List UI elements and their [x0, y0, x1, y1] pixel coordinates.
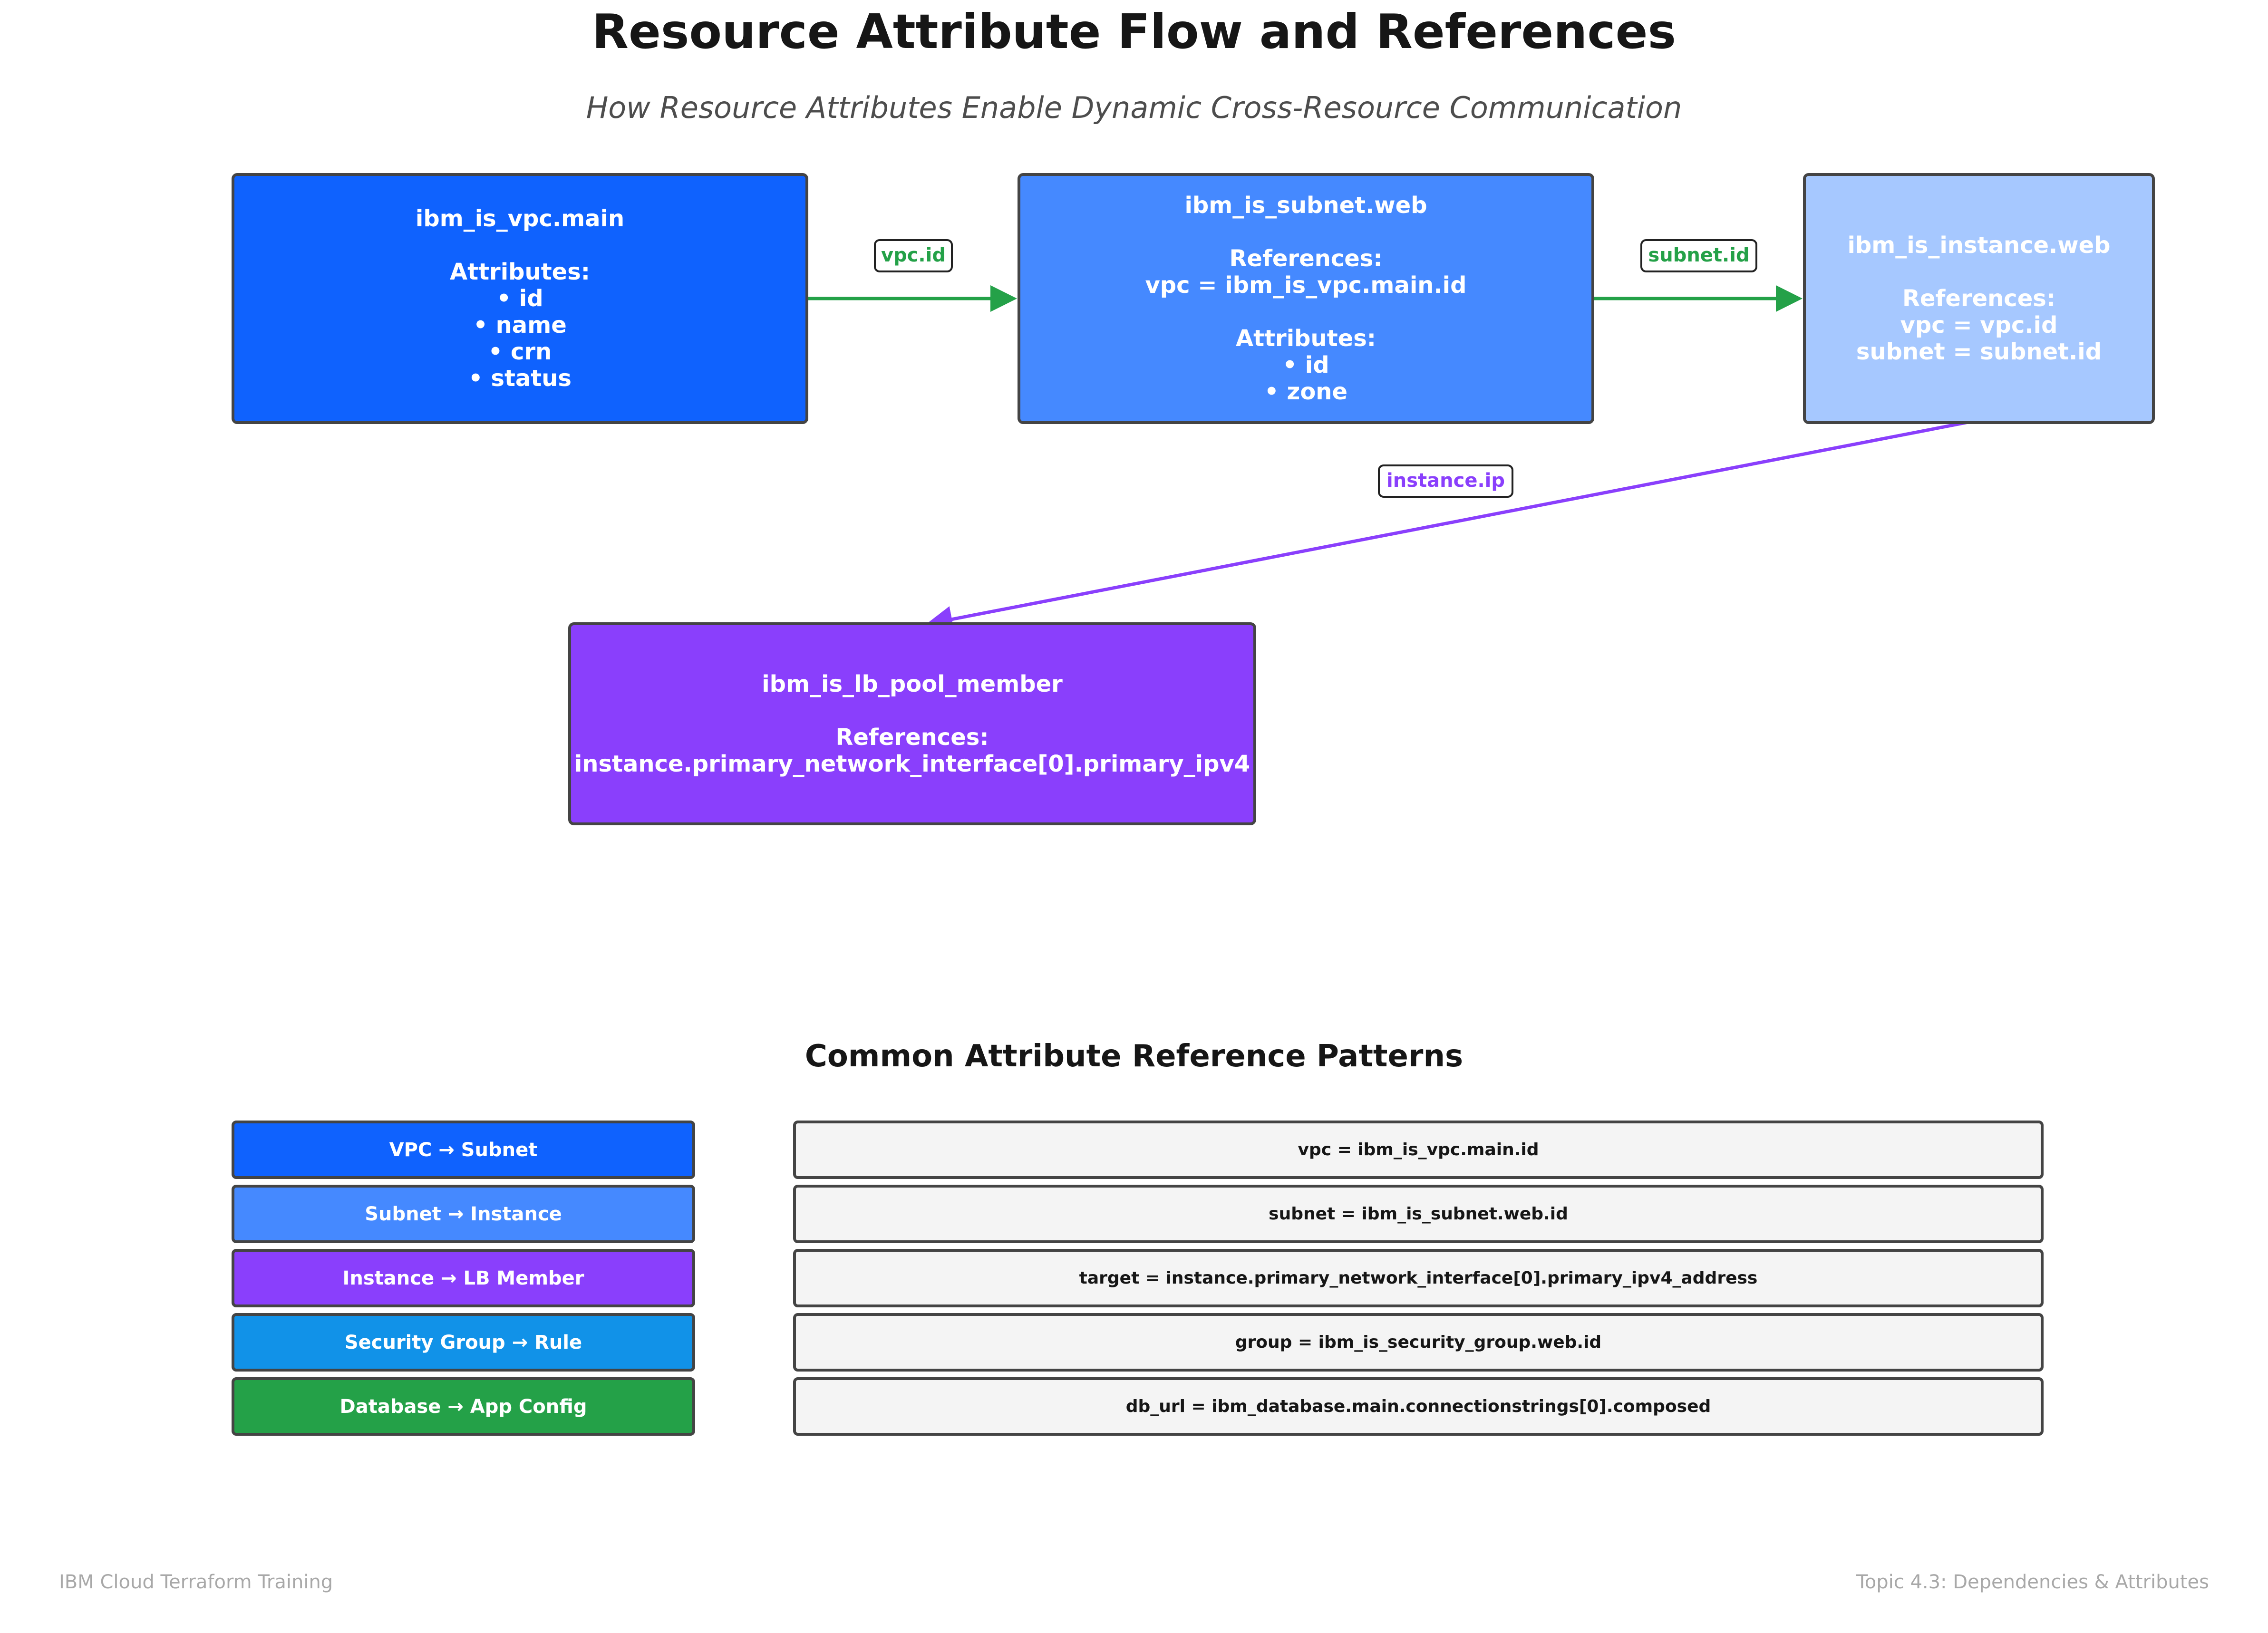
pattern-name-instance-lb-member: Instance → LB Member	[232, 1249, 695, 1307]
node-instance-text: ibm_is_instance.web References: vpc = vp…	[1847, 232, 2111, 365]
pattern-name-subnet-instance: Subnet → Instance	[232, 1185, 695, 1243]
footer-left: IBM Cloud Terraform Training	[59, 1571, 333, 1593]
pattern-example-subnet-instance: subnet = ibm_is_subnet.web.id	[793, 1185, 2044, 1243]
node-vpc-text: ibm_is_vpc.main Attributes: • id • name …	[415, 205, 625, 392]
edge-label-instance-ip: instance.ip	[1378, 464, 1513, 498]
pattern-example-database-app-config: db_url = ibm_database.main.connectionstr…	[793, 1377, 2044, 1436]
footer-right: Topic 4.3: Dependencies & Attributes	[1856, 1571, 2209, 1593]
pattern-example-instance-lb-member: target = instance.primary_network_interf…	[793, 1249, 2044, 1307]
node-lb-member-text: ibm_is_lb_pool_member References: instan…	[574, 670, 1250, 777]
pattern-example-security-group-rule: group = ibm_is_security_group.web.id	[793, 1313, 2044, 1372]
pattern-name-database-app-config: Database → App Config	[232, 1377, 695, 1436]
node-subnet-text: ibm_is_subnet.web References: vpc = ibm_…	[1145, 192, 1467, 405]
patterns-section-title: Common Attribute Reference Patterns	[804, 1039, 1464, 1074]
edge-label-subnet-id: subnet.id	[1640, 239, 1757, 272]
node-ibm-is-lb-pool-member: ibm_is_lb_pool_member References: instan…	[568, 622, 1256, 825]
pattern-name-vpc-subnet: VPC → Subnet	[232, 1121, 695, 1179]
pattern-name-security-group-rule: Security Group → Rule	[232, 1313, 695, 1372]
node-ibm-is-instance-web: ibm_is_instance.web References: vpc = vp…	[1803, 173, 2155, 424]
arrow-instance-to-lb-member	[926, 420, 1971, 633]
node-ibm-is-vpc-main: ibm_is_vpc.main Attributes: • id • name …	[232, 173, 808, 424]
node-ibm-is-subnet-web: ibm_is_subnet.web References: vpc = ibm_…	[1018, 173, 1594, 424]
pattern-example-vpc-subnet: vpc = ibm_is_vpc.main.id	[793, 1121, 2044, 1179]
diagram-subtitle: How Resource Attributes Enable Dynamic C…	[586, 90, 1682, 125]
edge-label-vpc-id: vpc.id	[874, 239, 953, 272]
diagram-title: Resource Attribute Flow and References	[592, 4, 1676, 59]
